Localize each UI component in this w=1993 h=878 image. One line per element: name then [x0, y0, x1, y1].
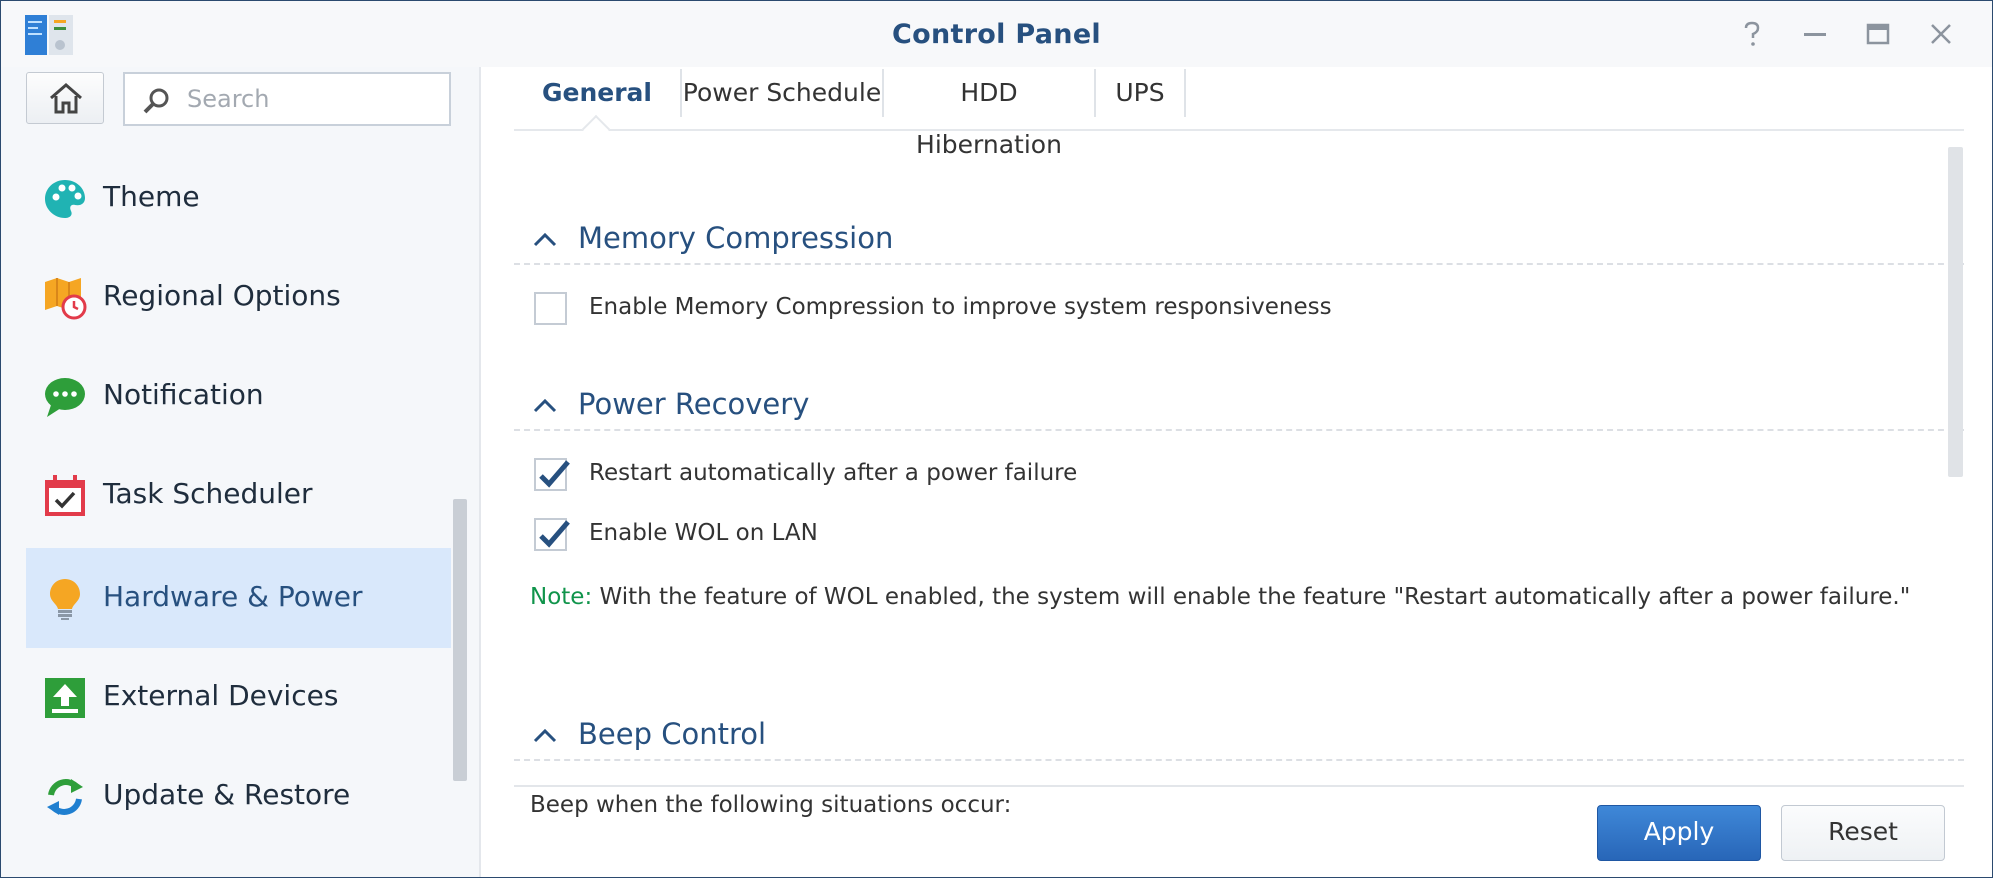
sidebar-item-label: Theme	[103, 180, 200, 213]
section-header-power-recovery[interactable]: Power Recovery	[514, 381, 1964, 431]
checkmark-icon	[539, 460, 570, 488]
chevron-up-icon[interactable]	[532, 231, 558, 247]
tab-ups[interactable]: UPS	[1115, 78, 1165, 107]
section-title: Beep Control	[578, 717, 767, 751]
minimize-icon[interactable]	[1800, 19, 1830, 49]
sidebar-item-label: Update & Restore	[103, 778, 351, 811]
search-input[interactable]	[185, 82, 439, 116]
palette-icon	[43, 177, 87, 221]
content-scrollbar[interactable]	[1948, 147, 1963, 477]
calendar-check-icon	[43, 474, 87, 518]
reset-button[interactable]: Reset	[1781, 805, 1945, 861]
search-field[interactable]	[123, 72, 451, 126]
section-header-beep-control[interactable]: Beep Control	[514, 711, 1964, 761]
sidebar-item-label: External Devices	[103, 679, 339, 712]
sidebar-item-external-devices[interactable]: External Devices	[26, 647, 451, 747]
maximize-icon[interactable]	[1863, 19, 1893, 49]
close-icon[interactable]	[1926, 19, 1956, 49]
wol-note: Note: With the feature of WOL enabled, t…	[530, 577, 1940, 617]
note-text: With the feature of WOL enabled, the sys…	[592, 584, 1911, 610]
checkbox-label[interactable]: Enable WOL on LAN	[589, 520, 818, 546]
apply-button[interactable]: Apply	[1597, 805, 1761, 861]
sidebar-item-label: Notification	[103, 378, 264, 411]
sidebar-item-theme[interactable]: Theme	[26, 148, 451, 248]
tab-hdd-hibernation[interactable]: HDD Hibernation	[916, 78, 1062, 159]
chat-bubble-icon	[43, 375, 87, 419]
section-title: Power Recovery	[578, 387, 810, 421]
title-bar[interactable]: Control Panel	[1, 1, 1992, 67]
restart-after-power-failure-checkbox[interactable]	[534, 458, 570, 491]
sidebar-item-regional-options[interactable]: Regional Options	[26, 247, 451, 347]
help-icon[interactable]	[1737, 19, 1767, 49]
sidebar-item-label: Regional Options	[103, 279, 341, 312]
tab-divider	[882, 69, 884, 117]
window-title: Control Panel	[892, 19, 1101, 50]
checkbox-label[interactable]: Restart automatically after a power fail…	[589, 460, 1078, 486]
map-clock-icon	[43, 276, 87, 320]
checkmark-icon	[539, 520, 570, 548]
control-panel-app-icon	[25, 15, 73, 55]
enable-wol-checkbox[interactable]	[534, 518, 570, 551]
upload-device-icon	[43, 676, 87, 720]
tab-divider	[680, 69, 682, 117]
tab-divider	[1094, 69, 1096, 117]
main-panel: General Power Schedule HDD Hibernation U…	[481, 67, 1992, 877]
sidebar-item-hardware-power[interactable]: Hardware & Power	[26, 548, 451, 648]
note-prefix: Note:	[530, 584, 593, 610]
sidebar-item-label: Task Scheduler	[103, 477, 313, 510]
section-title: Memory Compression	[578, 221, 894, 255]
tab-divider	[1184, 69, 1186, 117]
sidebar-item-task-scheduler[interactable]: Task Scheduler	[26, 445, 451, 545]
settings-content: Memory Compression Enable Memory Compres…	[514, 131, 1964, 851]
beep-description: Beep when the following situations occur…	[530, 792, 1012, 818]
home-button[interactable]	[26, 72, 104, 124]
tab-power-schedule[interactable]: Power Schedule	[682, 78, 882, 107]
sidebar-item-label: Hardware & Power	[103, 580, 363, 613]
search-icon	[143, 88, 169, 114]
refresh-icon	[43, 775, 87, 819]
tab-bar: General Power Schedule HDD Hibernation U…	[514, 67, 1964, 159]
checkbox-label[interactable]: Enable Memory Compression to improve sys…	[589, 294, 1332, 320]
memory-compression-checkbox[interactable]	[534, 292, 567, 325]
home-icon	[50, 83, 82, 114]
sidebar-scrollbar[interactable]	[453, 499, 467, 781]
sidebar: Theme Regional Options	[1, 67, 481, 877]
section-header-memory-compression[interactable]: Memory Compression	[514, 215, 1964, 265]
chevron-up-icon[interactable]	[532, 727, 558, 743]
sidebar-item-notification[interactable]: Notification	[26, 346, 451, 446]
tab-general[interactable]: General	[542, 78, 652, 107]
footer-divider	[514, 785, 1964, 787]
chevron-up-icon[interactable]	[532, 397, 558, 413]
sidebar-item-update-restore[interactable]: Update & Restore	[26, 746, 451, 846]
lightbulb-icon	[43, 577, 87, 621]
